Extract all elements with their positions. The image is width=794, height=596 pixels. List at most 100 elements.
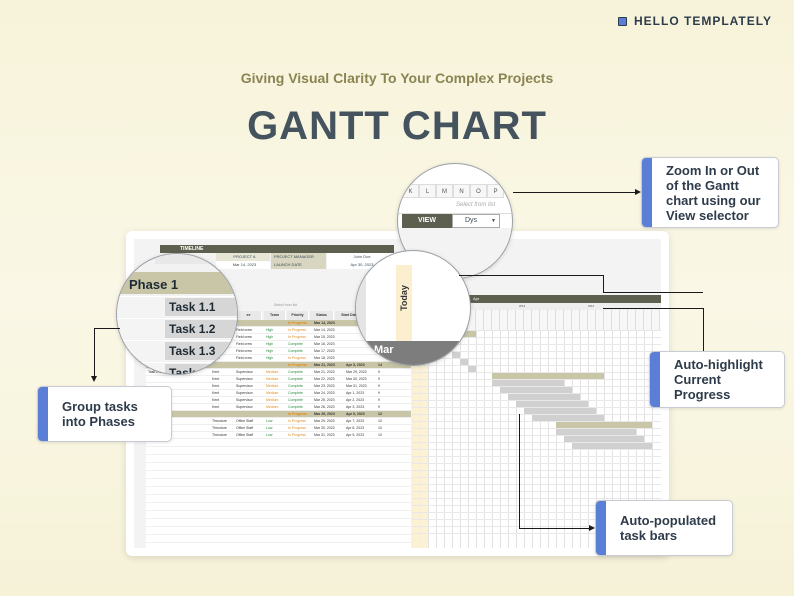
task-bar[interactable] — [572, 443, 652, 449]
table-cell-priority[interactable]: Low — [266, 419, 273, 423]
table-cell-start[interactable]: Mar 21, 2023 — [314, 363, 335, 367]
table-cell-start[interactable]: Mar 14, 2023 — [314, 321, 335, 325]
table-cell-end[interactable]: Apr 7, 2023 — [346, 419, 365, 423]
table-cell-dur[interactable]: 9 — [378, 377, 380, 381]
table-cell-dur[interactable]: 9 — [378, 370, 380, 374]
table-cell-priority[interactable]: Medium — [266, 370, 279, 374]
table-cell-end[interactable]: Apr 3, 2023 — [346, 405, 365, 409]
table-cell-team[interactable]: Office Staff — [236, 426, 254, 430]
empty-row[interactable] — [146, 479, 411, 487]
table-cell-end[interactable]: Apr 8, 2023 — [346, 426, 365, 430]
empty-row[interactable] — [146, 463, 411, 471]
start-date[interactable]: Mar 14, 2023 — [216, 261, 270, 269]
table-cell-start[interactable]: Mar 30, 2023 — [314, 426, 335, 430]
table-cell-end[interactable]: Mar 29, 2023 — [346, 370, 367, 374]
table-cell-owner[interactable]: Theodore — [212, 433, 227, 437]
table-cell-status[interactable]: Complete — [288, 391, 303, 395]
table-cell-status[interactable]: Complete — [288, 405, 303, 409]
table-cell-team[interactable]: Office Staff — [236, 433, 254, 437]
task-bar[interactable] — [492, 380, 564, 386]
task-bar[interactable] — [532, 415, 604, 421]
table-cell-status[interactable]: In Progress — [288, 426, 306, 430]
table-cell-end[interactable]: Apr 2, 2023 — [346, 398, 365, 402]
column-header[interactable]: ee — [236, 311, 262, 320]
table-cell-team[interactable]: Supervisor — [236, 398, 253, 402]
table-cell-team[interactable]: Supervisor — [236, 405, 253, 409]
task-bar[interactable] — [508, 394, 580, 400]
table-cell-team[interactable]: Supervisor — [236, 391, 253, 395]
task-bar[interactable] — [492, 373, 604, 379]
table-cell-status[interactable]: In Progress — [288, 335, 306, 339]
table-cell-status[interactable]: In Progress — [288, 412, 308, 416]
empty-row[interactable] — [146, 543, 411, 548]
table-cell-status[interactable]: Complete — [288, 370, 303, 374]
table-cell-priority[interactable]: Medium — [266, 384, 279, 388]
table-row[interactable]: In Progress Mar 14, 2023 — [146, 320, 411, 327]
empty-row[interactable] — [146, 511, 411, 519]
table-cell-status[interactable]: In Progress — [288, 433, 306, 437]
table-cell-dur[interactable]: 14 — [378, 363, 382, 367]
table-cell-dur[interactable]: 9 — [378, 398, 380, 402]
table-cell-priority[interactable]: Medium — [266, 398, 279, 402]
column-header[interactable]: Priority — [287, 311, 309, 320]
column-letter[interactable]: L — [419, 184, 436, 198]
table-cell-dur[interactable]: 12 — [378, 412, 382, 416]
table-cell-priority[interactable]: High — [266, 328, 274, 332]
empty-row[interactable] — [146, 495, 411, 503]
table-cell-start[interactable]: Mar 23, 2023 — [314, 384, 335, 388]
table-cell-status[interactable]: In Progress — [288, 321, 308, 325]
table-cell-status[interactable]: In Progress — [288, 356, 306, 360]
table-cell-status[interactable]: In Progress — [288, 419, 306, 423]
view-selector[interactable]: Dys ▼ — [452, 214, 500, 228]
table-cell-team[interactable]: Supervisor — [236, 377, 253, 381]
table-cell-owner[interactable]: Theodore — [212, 419, 227, 423]
column-letter[interactable]: P — [487, 184, 504, 198]
table-cell-priority[interactable]: High — [266, 335, 274, 339]
table-cell-start[interactable]: Mar 29, 2023 — [314, 419, 335, 423]
table-cell-owner[interactable]: Theodore — [212, 426, 227, 430]
table-cell-dur[interactable]: 9 — [378, 391, 380, 395]
table-cell-priority[interactable]: Medium — [266, 377, 279, 381]
table-cell-owner[interactable]: Kent — [212, 377, 220, 381]
task-label-zoom[interactable]: Task 1.1 — [165, 298, 237, 316]
empty-row[interactable] — [146, 527, 411, 535]
column-letter[interactable]: M — [436, 184, 453, 198]
table-cell-start[interactable]: Mar 26, 2023 — [314, 405, 335, 409]
phase-label[interactable]: Phase 1 — [117, 272, 237, 294]
task-bar[interactable] — [468, 366, 476, 372]
table-cell-team[interactable]: Field crew — [236, 356, 252, 360]
column-letter[interactable]: N — [453, 184, 470, 198]
task-label-zoom[interactable]: Task 1.4 — [165, 364, 237, 374]
table-cell-team[interactable]: Supervisor — [236, 384, 253, 388]
task-bar[interactable] — [516, 401, 588, 407]
table-cell-start[interactable]: Mar 21, 2023 — [314, 370, 335, 374]
task-label-zoom[interactable]: Task 1.2 — [165, 320, 237, 338]
table-cell-dur[interactable]: 10 — [378, 419, 382, 423]
column-letter[interactable]: O — [470, 184, 487, 198]
table-cell-status[interactable]: Complete — [288, 342, 303, 346]
table-cell-dur[interactable]: 10 — [378, 426, 382, 430]
table-cell-end[interactable]: Apr 1, 2023 — [346, 391, 365, 395]
table-cell-priority[interactable]: High — [266, 356, 274, 360]
table-cell-start[interactable]: Mar 31, 2023 — [314, 433, 335, 437]
task-bar[interactable] — [556, 422, 652, 428]
table-cell-team[interactable]: Field crew — [236, 328, 252, 332]
table-cell-end[interactable]: Mar 30, 2023 — [346, 377, 367, 381]
table-cell-owner[interactable]: Kent — [212, 384, 220, 388]
project-name[interactable]: PROJECT A — [216, 253, 270, 261]
table-cell-start[interactable]: Mar 25, 2023 — [314, 398, 335, 402]
table-cell-status[interactable]: Complete — [288, 398, 303, 402]
table-cell-team[interactable]: Field crew — [236, 349, 252, 353]
table-cell-status[interactable]: In Progress — [288, 363, 308, 367]
table-cell-priority[interactable]: Medium — [266, 405, 279, 409]
empty-row[interactable] — [146, 519, 411, 527]
table-cell-dur[interactable]: 9 — [378, 384, 380, 388]
